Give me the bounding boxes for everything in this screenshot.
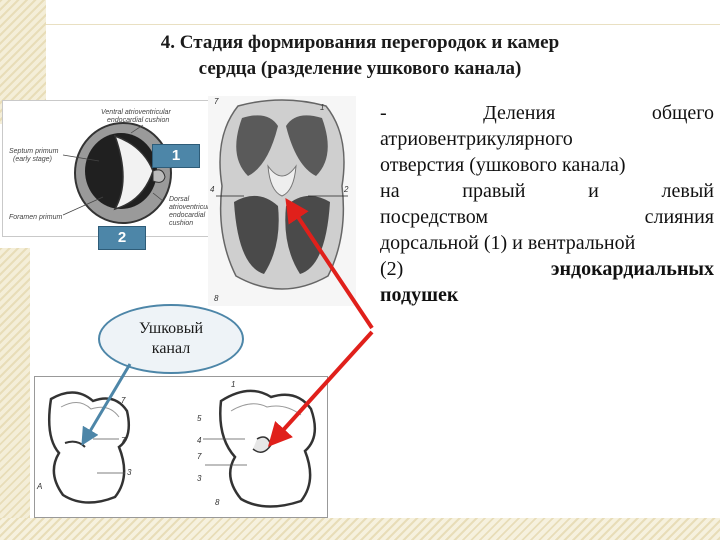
desc-text-6: дорсальной (1) и вентральной <box>380 232 636 254</box>
desc-word-obshchego: общего <box>651 102 714 124</box>
septation-outlines-drawing: 7 7 3 A 1 5 4 7 3 8 <box>36 380 317 508</box>
title-line-1: 4. Стадия формирования перегородок и кам… <box>160 32 560 53</box>
fig-c-num-3: 3 <box>127 468 132 477</box>
auricular-canal-callout: Ушковый канал <box>98 304 244 374</box>
blue-arrow-to-canal <box>81 363 132 446</box>
red-arrow-to-section <box>285 198 374 330</box>
badge-ventral-2: 2 <box>98 226 146 250</box>
desc-dash: - <box>380 102 387 124</box>
badge-dorsal-1: 1 <box>152 144 200 168</box>
desc-line-6: дорсальной (1) и вентральной <box>380 230 714 256</box>
fig-d-num-3: 3 <box>197 474 202 483</box>
desc-line-1: - Деления общего <box>380 100 714 126</box>
label-septum-primum: Septum primum <box>9 148 59 155</box>
title-line-2: сердца (разделение ушкового канала) <box>198 58 522 79</box>
figure-av-canal-cross-section: Ventral atrioventricular endocardial cus… <box>2 100 214 237</box>
desc-text-3: отверстия (ушкового канала) <box>380 154 626 176</box>
label-ventral-cushion-2: endocardial cushion <box>107 117 169 124</box>
label-septum-primum-2: (early stage) <box>13 156 52 163</box>
desc-word-na: на <box>380 180 400 202</box>
frame-left-bottom-stripes <box>0 248 30 540</box>
fig-d-num-5: 5 <box>197 414 202 423</box>
fig-b-num-1: 1 <box>320 103 324 112</box>
fig-d-num-7: 7 <box>197 452 202 461</box>
callout-line-2: канал <box>151 340 191 357</box>
label-dorsal-cushion-2: atrioventricular <box>169 204 213 211</box>
fig-c-num-A: A <box>36 482 42 491</box>
fig-b-num-7: 7 <box>214 97 219 106</box>
fig-d-num-8: 8 <box>215 498 220 507</box>
label-dorsal-cushion-3: endocardial <box>169 212 206 219</box>
figure-heart-section: 7 1 2 4 8 <box>208 96 356 306</box>
fig-b-num-2: 2 <box>343 185 349 194</box>
desc-word-endokardialnykh: эндокардиальных <box>550 258 714 280</box>
fig-b-num-8: 8 <box>214 294 219 303</box>
callout-line-1: Ушковый <box>138 320 204 337</box>
av-canal-drawing: Ventral atrioventricular endocardial cus… <box>9 109 213 227</box>
desc-line-4: на правый и левый <box>380 178 714 204</box>
desc-word-sliyania: слияния <box>644 206 714 228</box>
frame-bottom-stripes <box>0 518 720 540</box>
fig-b-num-4: 4 <box>210 185 215 194</box>
desc-line-3: отверстия (ушкового канала) <box>380 152 714 178</box>
desc-word-podushek: подушек <box>380 284 459 306</box>
desc-line-2: атриовентрикулярного <box>380 126 714 152</box>
figure-septation-outlines: 7 7 3 A 1 5 4 7 3 8 <box>34 376 328 518</box>
label-ventral-cushion: Ventral atrioventricular <box>101 109 171 116</box>
label-dorsal-cushion-4: cushion <box>169 220 193 227</box>
fig-d-num-1: 1 <box>231 380 235 389</box>
desc-line-8: подушек <box>380 282 714 308</box>
desc-word-delenia: Деления <box>483 102 556 124</box>
fig-c-num-7b: 7 <box>121 436 126 445</box>
description-text: - Деления общего атриовентрикулярного от… <box>380 100 714 308</box>
desc-word-2: (2) <box>380 258 404 280</box>
red-arrow-to-outline <box>267 330 374 447</box>
label-dorsal-cushion: Dorsal <box>169 196 190 203</box>
desc-line-5: посредством слияния <box>380 204 714 230</box>
desc-word-i: и <box>588 180 599 202</box>
desc-word-posredstvom: посредством <box>380 206 489 228</box>
frame-top-line <box>0 24 720 25</box>
desc-word-pravyi: правый <box>462 180 526 202</box>
desc-line-7: (2) эндокардиальных <box>380 256 714 282</box>
heart-section-drawing: 7 1 2 4 8 <box>208 96 356 306</box>
slide-title: 4. Стадия формирования перегородок и кам… <box>110 30 610 82</box>
desc-word-levyi: левый <box>661 180 714 202</box>
label-foramen-primum: Foramen primum <box>9 214 62 221</box>
desc-text-2: атриовентрикулярного <box>380 128 573 150</box>
fig-d-num-4: 4 <box>197 436 202 445</box>
fig-c-num-7: 7 <box>121 396 126 405</box>
